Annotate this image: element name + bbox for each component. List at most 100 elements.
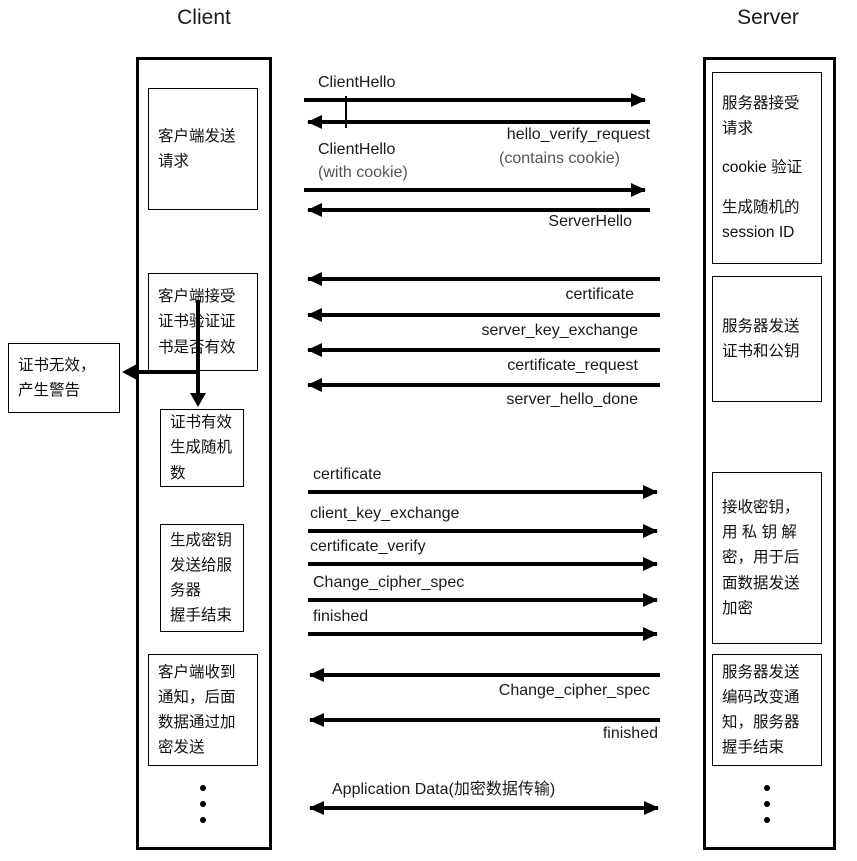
node-line: 书是否有效 <box>158 335 248 360</box>
message-label-m8: server_hello_done <box>506 391 638 408</box>
node-server-decrypt-key: 接收密钥， 用 私 钥 解 密，用于后 面数据发送 加密 <box>712 472 822 644</box>
node-line: 客户端收到 <box>158 663 236 681</box>
message-label-m13: finished <box>313 608 369 625</box>
node-client-cert-valid: 证书有效 生成随机 数 <box>160 409 244 487</box>
arrow-head-right <box>643 592 658 607</box>
server-column-title: Server <box>737 6 799 29</box>
node-server-cipher-change: 服务器发送 编码改变通 知，服务器 握手结束 <box>712 654 822 766</box>
branch-arrow-down-head <box>189 393 206 407</box>
message-label-m7: certificate_request <box>507 357 638 374</box>
message-label-m11: certificate_verify <box>310 538 426 555</box>
node-line: 握手结束 <box>170 607 233 625</box>
message-label-m14: Change_cipher_spec <box>498 682 650 699</box>
node-line: 接收密钥， <box>722 499 800 517</box>
arrow-shaft <box>310 806 658 810</box>
message-label-m16: Application Data(加密数据传输) <box>332 781 556 798</box>
arrow-head-right <box>643 626 658 641</box>
message-label-m2: hello_verify_request <box>506 126 650 143</box>
arrow-head-right <box>631 182 646 197</box>
message-label-m9: certificate <box>313 466 382 483</box>
arrow-head-left <box>307 377 322 392</box>
node-server-accept-request: 服务器接受 请求 cookie 验证 生成随机的 session ID <box>712 72 822 264</box>
node-line: cookie 验证 <box>722 159 803 177</box>
node-line: 握手结束 <box>722 739 785 757</box>
ellipsis-dot <box>200 817 206 823</box>
node-line: 生成随机的 <box>722 198 800 216</box>
node-line-spacer <box>722 181 812 195</box>
node-line: 服务器发送 <box>722 317 800 335</box>
node-line: 客户端接受 <box>158 288 236 306</box>
client-vertical-ellipsis <box>148 775 258 833</box>
node-client-send-request: 客户端发送 请求 <box>148 88 258 210</box>
arrow-head-left <box>309 667 324 682</box>
arrow-head-right <box>631 92 646 107</box>
arrow-head-right <box>643 523 658 538</box>
arrow-head-left <box>309 712 324 727</box>
client-column-title: Client <box>177 6 231 29</box>
ellipsis-dot <box>200 785 206 791</box>
node-line: 数 <box>170 464 186 482</box>
arrow-head-right <box>643 484 658 499</box>
arrow-shaft <box>308 313 660 317</box>
node-client-gen-key: 生成密钥 发送给服 务器 握手结束 <box>160 524 244 632</box>
arrow-shaft <box>304 188 645 192</box>
ellipsis-dot <box>764 785 770 791</box>
node-line: 证书验证证 <box>158 309 248 334</box>
node-line: 请求 <box>722 120 754 138</box>
message-sublabel-m3: (with cookie) <box>318 164 408 181</box>
arrow-head-left <box>307 342 322 357</box>
message-sublabel-m2: (contains cookie) <box>499 150 620 167</box>
node-server-send-cert: 服务器发送 证书和公钥 <box>712 276 822 402</box>
arrow-head-right <box>644 800 659 815</box>
node-line: 服务器发送 <box>722 663 800 681</box>
node-line: 知，服务器 <box>722 714 800 731</box>
node-line: session ID <box>722 223 795 241</box>
message-label-m1: ClientHello <box>318 74 396 91</box>
arrow-head-right <box>643 556 658 571</box>
ellipsis-dot <box>200 801 206 807</box>
message-label-m5: certificate <box>565 286 634 303</box>
arrow-head-left <box>309 800 324 815</box>
node-line: 请求 <box>158 153 190 170</box>
branch-arrow-down-shaft <box>196 300 200 395</box>
message-label-m12: Change_cipher_spec <box>313 574 465 591</box>
node-line-spacer <box>722 141 812 155</box>
timeline-tick <box>345 96 347 128</box>
node-line: 证书无效， <box>18 356 96 374</box>
node-line: 面数据发送 <box>722 574 800 592</box>
node-line: 务器 <box>170 582 202 599</box>
branch-arrow-left-head <box>122 363 137 380</box>
ellipsis-dot <box>764 817 770 823</box>
arrow-head-left <box>307 271 322 286</box>
message-label-m10: client_key_exchange <box>310 505 460 522</box>
arrow-shaft <box>310 673 660 677</box>
node-line: 生成密钥 <box>170 531 233 549</box>
arrow-shaft <box>308 490 657 494</box>
node-line: 密，用于后 <box>722 549 800 567</box>
node-line: 证书和公钥 <box>722 343 800 360</box>
arrow-head-left <box>307 114 322 129</box>
node-line: 用 私 钥 解 <box>722 524 797 542</box>
arrow-shaft <box>308 632 657 636</box>
node-line: 数据通过加 <box>158 714 236 731</box>
arrow-shaft <box>308 529 657 533</box>
node-line: 密发送 <box>158 739 205 757</box>
node-line: 生成随机 <box>170 439 233 457</box>
arrow-head-left <box>307 202 322 217</box>
arrow-shaft <box>308 208 650 212</box>
message-label-m15: finished <box>602 725 658 742</box>
node-line: 服务器接受 <box>722 95 800 113</box>
node-cert-invalid-alert: 证书无效， 产生警告 <box>8 343 120 413</box>
node-line: 产生警告 <box>18 382 81 399</box>
arrow-shaft <box>304 98 645 102</box>
server-vertical-ellipsis <box>712 775 822 833</box>
node-line: 证书有效 <box>170 414 233 432</box>
message-label-m4: ServerHello <box>548 213 632 230</box>
node-client-verify-cert: 客户端接受 证书验证证 书是否有效 <box>148 273 258 371</box>
node-line: 客户端发送 <box>158 127 236 145</box>
arrow-shaft <box>308 598 657 602</box>
message-label-m3: ClientHello <box>318 141 396 158</box>
node-line: 编码改变通 <box>722 688 800 706</box>
node-line: 加密 <box>722 599 754 617</box>
